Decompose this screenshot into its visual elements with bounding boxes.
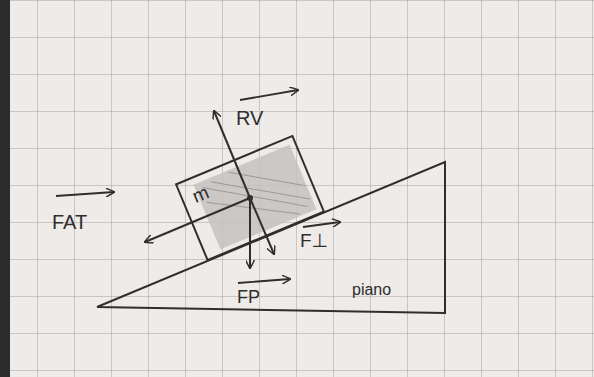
plane-outline: [97, 162, 445, 313]
force-label: FP: [237, 288, 260, 306]
center-of-mass-dot: [247, 195, 253, 201]
force-label: RV: [236, 108, 263, 128]
vector-arrows: [56, 90, 340, 283]
node-label: m: [190, 182, 212, 206]
vector-arrow: [303, 222, 340, 227]
perpendicular-force-arrow: [250, 198, 274, 254]
vector-arrow: [56, 192, 114, 196]
vector-arrow: [240, 90, 298, 100]
inclined-plane: piano: [97, 160, 447, 316]
weight-force-arrow: [249, 198, 251, 268]
triangle-outline: [97, 160, 447, 316]
left-edge-strip: [0, 0, 10, 377]
node-label: piano: [352, 282, 391, 298]
block-shading: [194, 145, 317, 250]
force-arrows: [145, 111, 274, 268]
force-label: FAT: [52, 212, 87, 232]
vector-arrow: [238, 279, 290, 283]
force-label: F⊥: [300, 231, 328, 250]
